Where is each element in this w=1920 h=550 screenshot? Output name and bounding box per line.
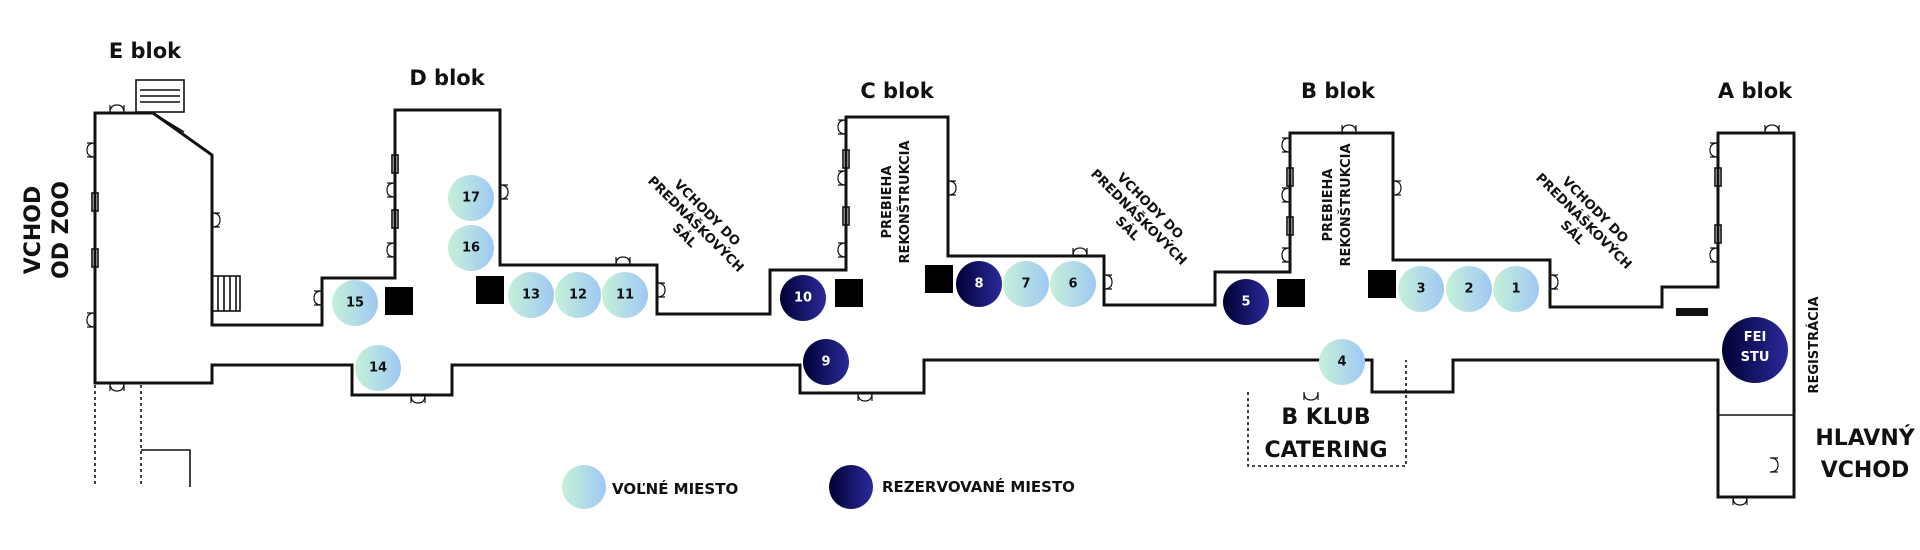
spot-5[interactable]: 5: [1223, 279, 1269, 325]
spot-circle[interactable]: [1319, 339, 1365, 385]
building-walls: [93, 79, 1796, 499]
spot-9[interactable]: 9: [803, 339, 849, 385]
spot-number: 2: [1464, 282, 1473, 297]
spot-10[interactable]: 10: [780, 275, 826, 321]
legend-free-swatch: [562, 465, 606, 509]
spot-number: 12: [569, 288, 587, 303]
spot-3[interactable]: 3: [1398, 266, 1444, 312]
main-entrance-label: HLAVNÝ VCHOD: [1815, 425, 1915, 483]
spot-8[interactable]: 8: [956, 261, 1002, 307]
spot-circle[interactable]: [1223, 279, 1269, 325]
svg-text:OD ZOO: OD ZOO: [49, 181, 74, 279]
svg-text:VCHOD: VCHOD: [21, 186, 46, 275]
spot-number: 17: [462, 191, 480, 206]
spot-14[interactable]: 14: [355, 345, 401, 391]
fei-stu-line-2: STU: [1741, 350, 1770, 365]
spot-circle[interactable]: [332, 280, 378, 326]
bklub-catering-label: B KLUB CATERING: [1264, 405, 1387, 463]
lecture-entrance-label-b: VCHODY DO PREDNÁŠKOVÝCH SÁL: [1532, 170, 1635, 273]
svg-text:PREDNÁŠKOVÝCH: PREDNÁŠKOVÝCH: [644, 173, 747, 276]
spot-11[interactable]: 11: [602, 272, 648, 318]
spot-17[interactable]: 17: [448, 175, 494, 221]
svg-text:PREBIEHA: PREBIEHA: [1321, 169, 1336, 242]
svg-text:PREDNÁŠKOVÝCH: PREDNÁŠKOVÝCH: [1087, 166, 1190, 269]
fei-stu-line-1: FEI: [1744, 330, 1767, 345]
spot-number: 13: [522, 288, 540, 303]
spot-circle[interactable]: [448, 175, 494, 221]
reconstruction-label-b: PREBIEHA REKONŠTRUKCIA: [1321, 143, 1354, 266]
pillars: [385, 265, 1396, 315]
legend-reserved-label: REZERVOVANÉ MIESTO: [882, 477, 1075, 496]
reconstruction-label-c: PREBIEHA REKONŠTRUKCIA: [880, 140, 913, 263]
spot-circle[interactable]: [1003, 261, 1049, 307]
spot-circle[interactable]: [1493, 266, 1539, 312]
spot-number: 8: [974, 277, 983, 292]
spot-1[interactable]: 1: [1493, 266, 1539, 312]
spot-circle[interactable]: [1050, 261, 1096, 307]
legend: VOĽNÉ MIESTO REZERVOVANÉ MIESTO: [562, 465, 1075, 509]
windows: [91, 149, 1722, 268]
spot-number: 4: [1337, 355, 1346, 370]
spot-number: 15: [346, 296, 364, 311]
spot-circle[interactable]: [803, 339, 849, 385]
block-label-c: C blok: [860, 79, 934, 103]
spot-number: 9: [821, 355, 830, 370]
spot-circle[interactable]: [956, 261, 1002, 307]
spot-number: 16: [462, 241, 480, 256]
fei-stu-marker: FEI STU: [1722, 317, 1788, 383]
spot-circle[interactable]: [355, 345, 401, 391]
legend-free-label: VOĽNÉ MIESTO: [612, 479, 738, 498]
block-label-a: A blok: [1718, 79, 1793, 103]
spot-2[interactable]: 2: [1446, 266, 1492, 312]
spot-number: 10: [794, 291, 812, 306]
block-label-b: B blok: [1301, 79, 1376, 103]
spot-circle[interactable]: [555, 272, 601, 318]
spot-number: 14: [369, 361, 387, 376]
spot-circle[interactable]: [508, 272, 554, 318]
spot-12[interactable]: 12: [555, 272, 601, 318]
lecture-entrance-label-d: VCHODY DO PREDNÁŠKOVÝCH SÁL: [644, 173, 747, 276]
spot-6[interactable]: 6: [1050, 261, 1096, 307]
spot-circle[interactable]: [780, 275, 826, 321]
block-label-d: D blok: [409, 66, 485, 90]
legend-reserved-swatch: [829, 465, 873, 509]
svg-text:B KLUB: B KLUB: [1281, 405, 1370, 430]
spot-13[interactable]: 13: [508, 272, 554, 318]
svg-text:VCHOD: VCHOD: [1821, 458, 1910, 483]
svg-text:REKONŠTRUKCIA: REKONŠTRUKCIA: [1338, 143, 1354, 266]
svg-text:HLAVNÝ: HLAVNÝ: [1815, 425, 1915, 451]
spot-number: 6: [1068, 277, 1077, 292]
spot-circle[interactable]: [602, 272, 648, 318]
block-label-e: E blok: [109, 39, 182, 63]
spot-15[interactable]: 15: [332, 280, 378, 326]
svg-text:PREDNÁŠKOVÝCH: PREDNÁŠKOVÝCH: [1532, 170, 1635, 273]
lecture-entrance-label-c: VCHODY DO PREDNÁŠKOVÝCH SÁL: [1087, 166, 1190, 269]
entrance-zoo-label: VCHOD OD ZOO: [21, 181, 74, 279]
spot-7[interactable]: 7: [1003, 261, 1049, 307]
spot-circle[interactable]: [1398, 266, 1444, 312]
spot-number: 7: [1021, 277, 1030, 292]
svg-text:REKONŠTRUKCIA: REKONŠTRUKCIA: [897, 140, 913, 263]
spot-number: 11: [616, 288, 634, 303]
spot-4[interactable]: 4: [1319, 339, 1365, 385]
svg-text:PREBIEHA: PREBIEHA: [880, 166, 895, 239]
svg-text:CATERING: CATERING: [1264, 438, 1387, 463]
spot-number: 1: [1511, 282, 1520, 297]
spot-number: 3: [1416, 282, 1425, 297]
spot-number: 5: [1241, 295, 1250, 310]
spot-circle[interactable]: [448, 225, 494, 271]
spot-circle[interactable]: [1446, 266, 1492, 312]
spot-16[interactable]: 16: [448, 225, 494, 271]
registration-label: REGISTRÁCIA: [1806, 296, 1822, 393]
block-labels: E blok D blok C blok B blok A blok: [109, 39, 1793, 103]
